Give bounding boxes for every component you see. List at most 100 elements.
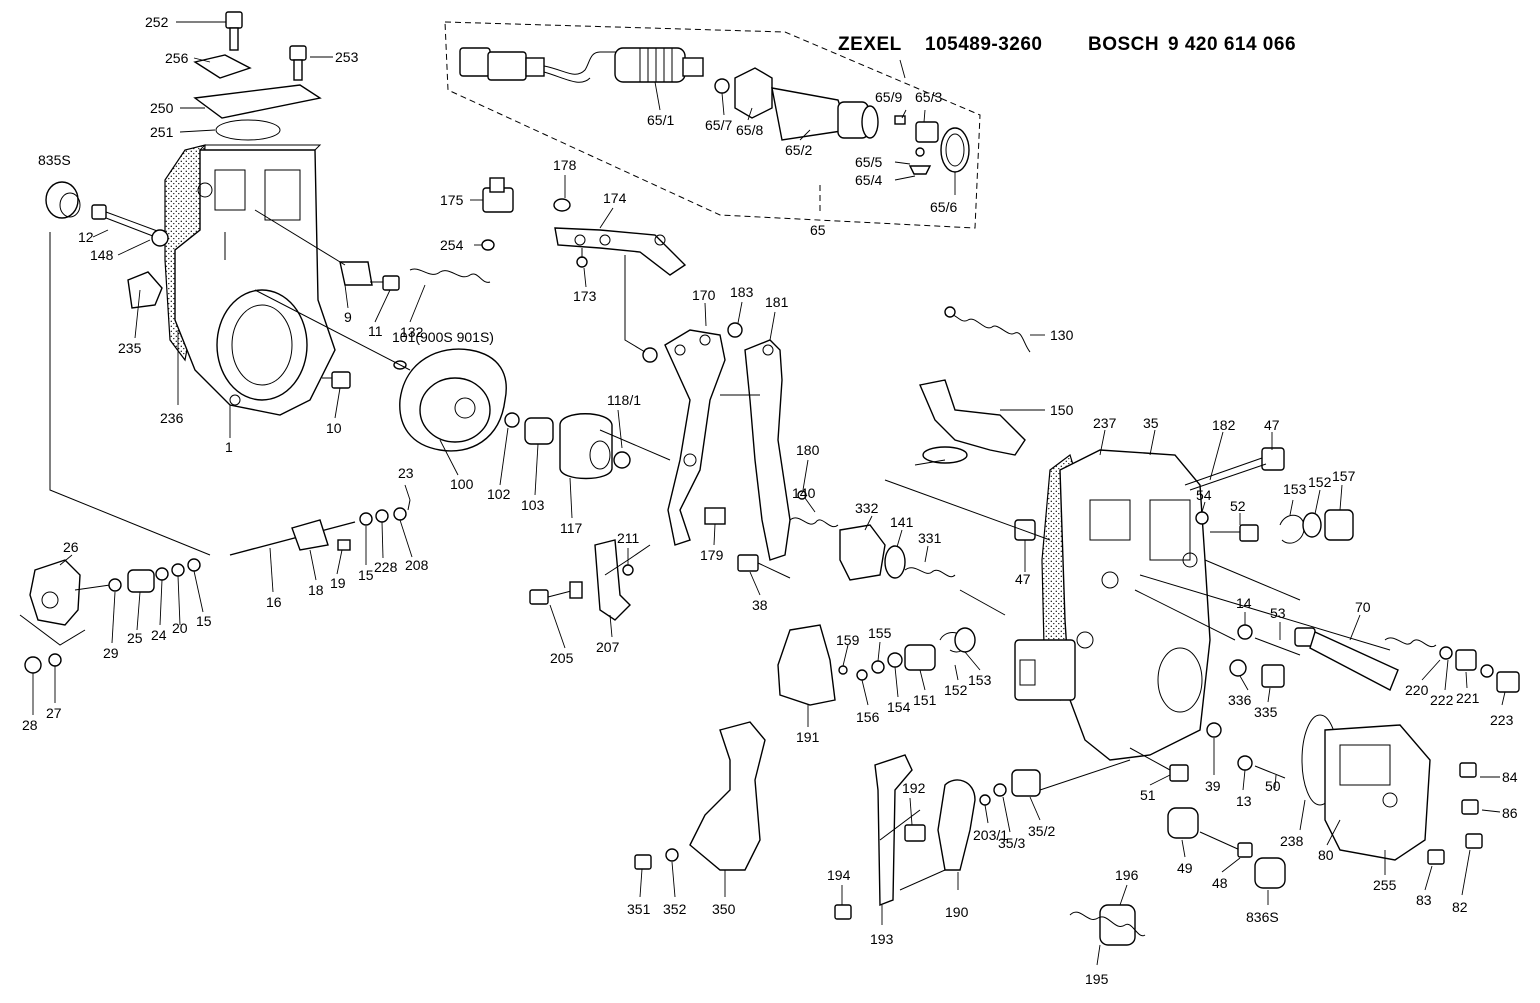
label-152b: 152 [944,682,968,698]
label-101: 101(900S 901S) [392,329,494,345]
label-140: 140 [792,485,816,501]
label-256: 256 [165,50,189,66]
label-156: 156 [856,709,880,725]
label-193: 193 [870,931,894,947]
bracket-174-part [554,227,687,276]
label-250: 250 [150,100,174,116]
stop-block-part [482,177,514,213]
label-35-2: 35/2 [1028,823,1055,839]
label-192: 192 [902,780,926,796]
label-15b: 15 [358,567,374,583]
label-52: 52 [1230,498,1246,514]
label-13: 13 [1236,793,1252,809]
label-835s: 835S [38,152,71,168]
bolt-253-part [289,45,307,81]
label-331: 331 [918,530,942,546]
label-86: 86 [1502,805,1518,821]
label-255: 255 [1373,877,1397,893]
label-180: 180 [796,442,820,458]
label-54: 54 [1196,487,1212,503]
label-65-3: 65/3 [915,89,942,105]
label-181: 181 [765,294,789,310]
label-65-9: 65/9 [875,89,902,105]
label-65-1: 65/1 [647,112,674,128]
header-maker-1: ZEXEL [838,34,902,55]
label-141: 141 [890,514,914,530]
label-195: 195 [1085,971,1109,987]
cam-190-part [937,779,976,871]
label-155: 155 [868,625,892,641]
label-221: 221 [1456,690,1480,706]
screw-11-part [370,275,400,291]
label-12: 12 [78,229,94,245]
solenoid-nut-part [734,67,773,119]
label-83: 83 [1416,892,1432,908]
label-159: 159 [836,632,860,648]
label-148: 148 [90,247,114,263]
label-151: 151 [913,692,937,708]
label-175: 175 [440,192,464,208]
label-47a: 47 [1264,417,1280,433]
label-190: 190 [945,904,969,920]
label-352: 352 [663,901,687,917]
label-183: 183 [730,284,754,300]
label-82: 82 [1452,899,1468,915]
label-38: 38 [752,597,768,613]
label-191: 191 [796,729,820,745]
label-332: 332 [855,500,879,516]
label-48: 48 [1212,875,1228,891]
bolt-252-part [225,11,243,51]
label-65: 65 [810,222,826,238]
part-labels: 252 253 256 250 251 835S 12 148 235 236 … [22,14,1518,987]
label-211: 211 [617,530,640,546]
label-18: 18 [308,582,324,598]
label-65-6: 65/6 [930,199,957,215]
label-203-1: 203/1 [973,827,1008,843]
lever-181-part [744,339,791,561]
label-24: 24 [151,627,167,643]
label-leaders [32,21,1506,966]
label-118-1: 118/1 [607,392,641,408]
label-222: 222 [1430,692,1454,708]
label-173: 173 [573,288,597,304]
sleeve-103-part [524,417,554,445]
label-10: 10 [326,420,342,436]
label-11: 11 [368,323,383,339]
label-70: 70 [1355,599,1371,615]
lever-350-part [689,721,766,871]
label-65-2: 65/2 [785,142,812,158]
label-208: 208 [405,557,429,573]
label-53: 53 [1270,605,1286,621]
label-9: 9 [344,309,352,325]
drum-117-part [559,413,613,480]
label-16: 16 [266,594,282,610]
label-49: 49 [1177,860,1193,876]
label-35: 35 [1143,415,1159,431]
label-194: 194 [827,867,851,883]
rod-70-part [1294,627,1399,691]
label-25: 25 [127,630,143,646]
label-80: 80 [1318,847,1334,863]
label-170: 170 [692,287,716,303]
label-174: 174 [603,190,627,206]
header-part-number-1: 105489-3260 [925,34,1043,55]
label-100: 100 [450,476,474,492]
label-130: 130 [1050,327,1074,343]
label-235: 235 [118,340,142,356]
label-1: 1 [225,439,233,455]
lever-150-part [914,379,1026,466]
solenoid-coil-part [614,47,704,83]
label-150: 150 [1050,402,1074,418]
label-27: 27 [46,705,62,721]
label-351: 351 [627,901,651,917]
shaft-16-part [229,521,356,556]
label-154: 154 [887,699,911,715]
block-side-part [1014,639,1076,701]
label-23: 23 [398,465,414,481]
label-20: 20 [172,620,188,636]
label-102: 102 [487,486,511,502]
label-207: 207 [596,639,620,655]
label-35-3: 35/3 [998,835,1025,851]
label-196: 196 [1115,867,1139,883]
